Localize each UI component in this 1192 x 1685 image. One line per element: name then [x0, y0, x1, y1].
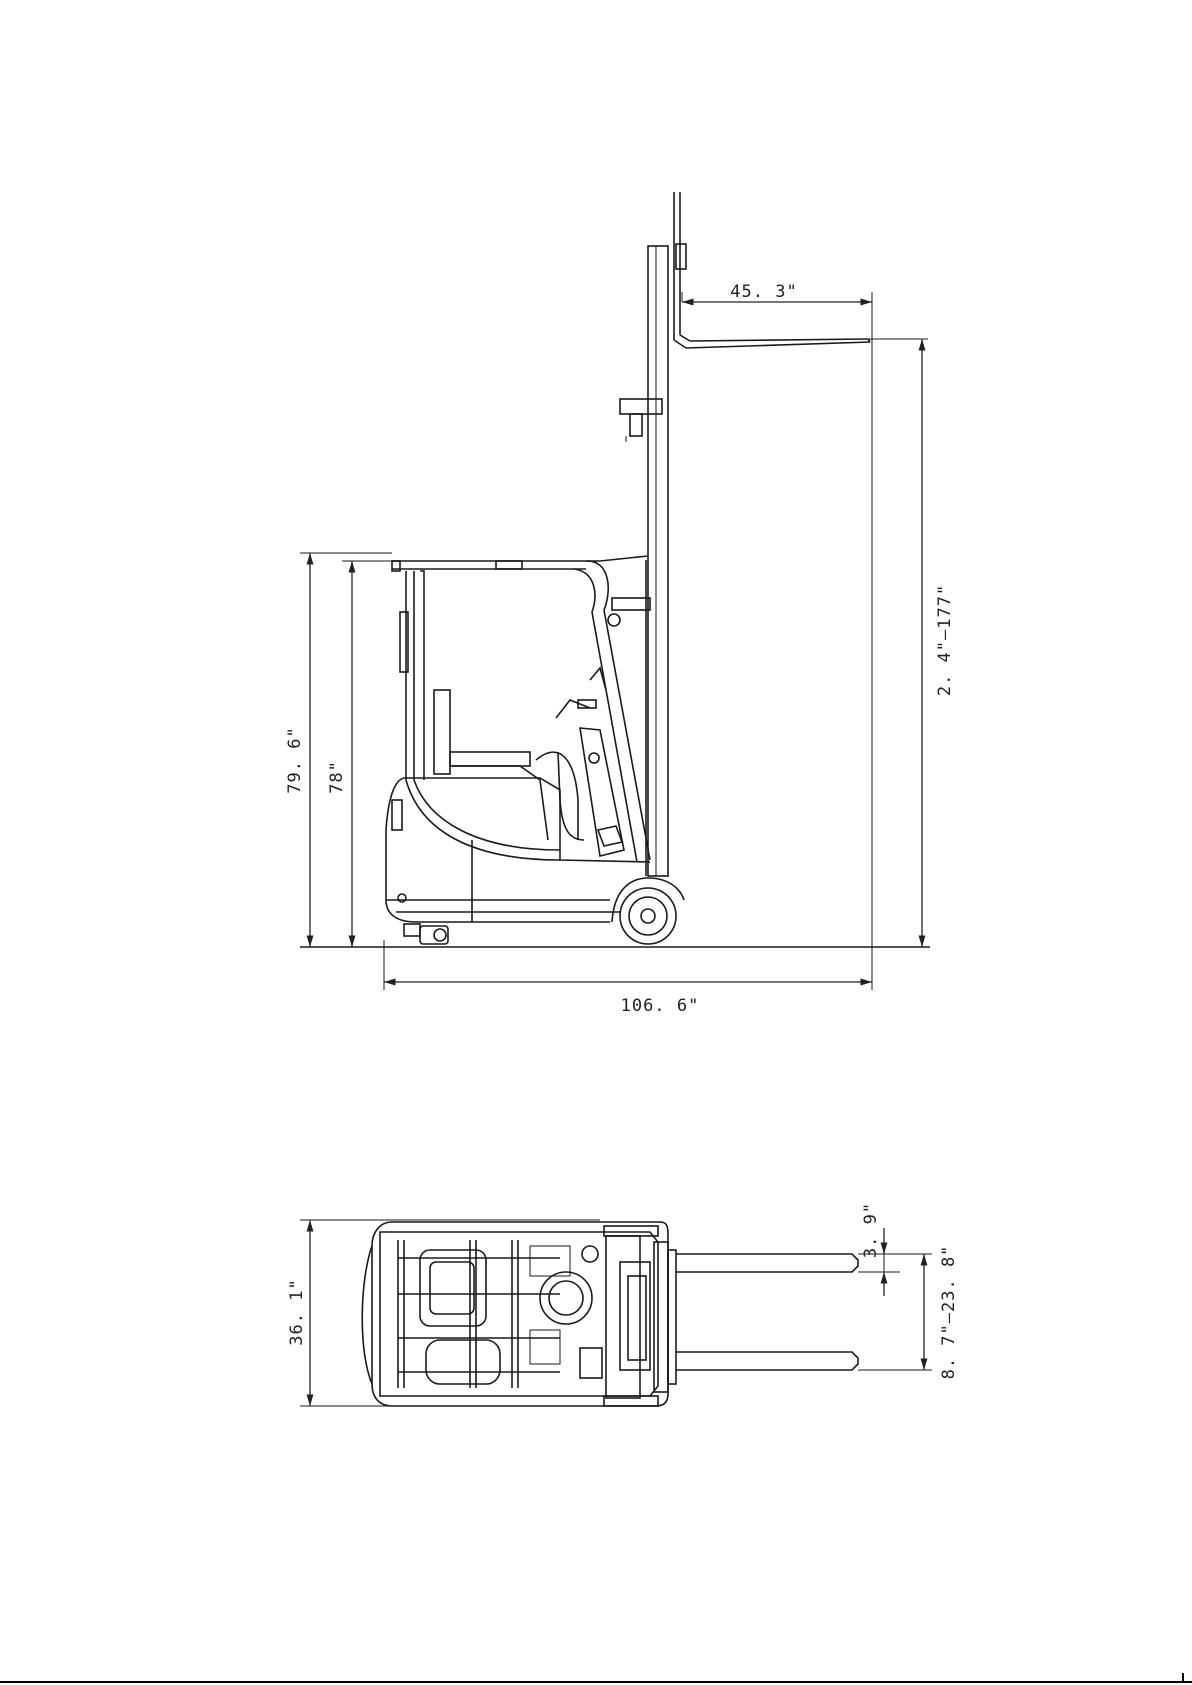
overall-width-label: 36. 1"	[287, 1278, 307, 1345]
front-wheel	[612, 878, 684, 944]
rear-wheel	[404, 924, 448, 944]
dim-overall-height: 79. 6"	[285, 553, 310, 947]
truck-body	[386, 778, 650, 922]
dim-fork-width: 3. 9"	[861, 1202, 884, 1296]
dim-fork-length: 45. 3"	[682, 282, 872, 302]
overall-length-label: 106. 6"	[621, 996, 700, 1016]
dim-lift-height: 2. 4"–177"	[922, 339, 955, 947]
dim-overall-length: 106. 6"	[384, 982, 872, 1016]
dim-seat-height: 78"	[327, 561, 352, 947]
fork-width-label: 3. 9"	[861, 1202, 881, 1258]
side-view: 45. 3" 2. 4"–177" 79. 6" 78" 106. 6"	[285, 192, 955, 1016]
top-view: 36. 1" 3. 9" 8. 7"–23. 8"	[287, 1202, 959, 1406]
overall-height-label: 79. 6"	[285, 726, 305, 793]
dim-fork-spread: 8. 7"–23. 8"	[924, 1245, 959, 1380]
side-extension-lines	[300, 292, 928, 990]
seat-height-label: 78"	[327, 760, 347, 794]
forks-top	[654, 1242, 858, 1392]
fork-spread-label: 8. 7"–23. 8"	[939, 1245, 959, 1380]
mast	[608, 246, 668, 876]
page-bottom-rule	[0, 1681, 1192, 1683]
page-corner-tick	[1182, 1673, 1184, 1683]
fork-carriage	[674, 192, 870, 348]
fork-length-label: 45. 3"	[730, 282, 797, 302]
top-extension-lines	[300, 1220, 932, 1406]
lift-height-label: 2. 4"–177"	[935, 584, 955, 696]
seat	[434, 690, 584, 840]
chassis-top	[362, 1222, 668, 1406]
dim-overall-width: 36. 1"	[287, 1220, 310, 1406]
